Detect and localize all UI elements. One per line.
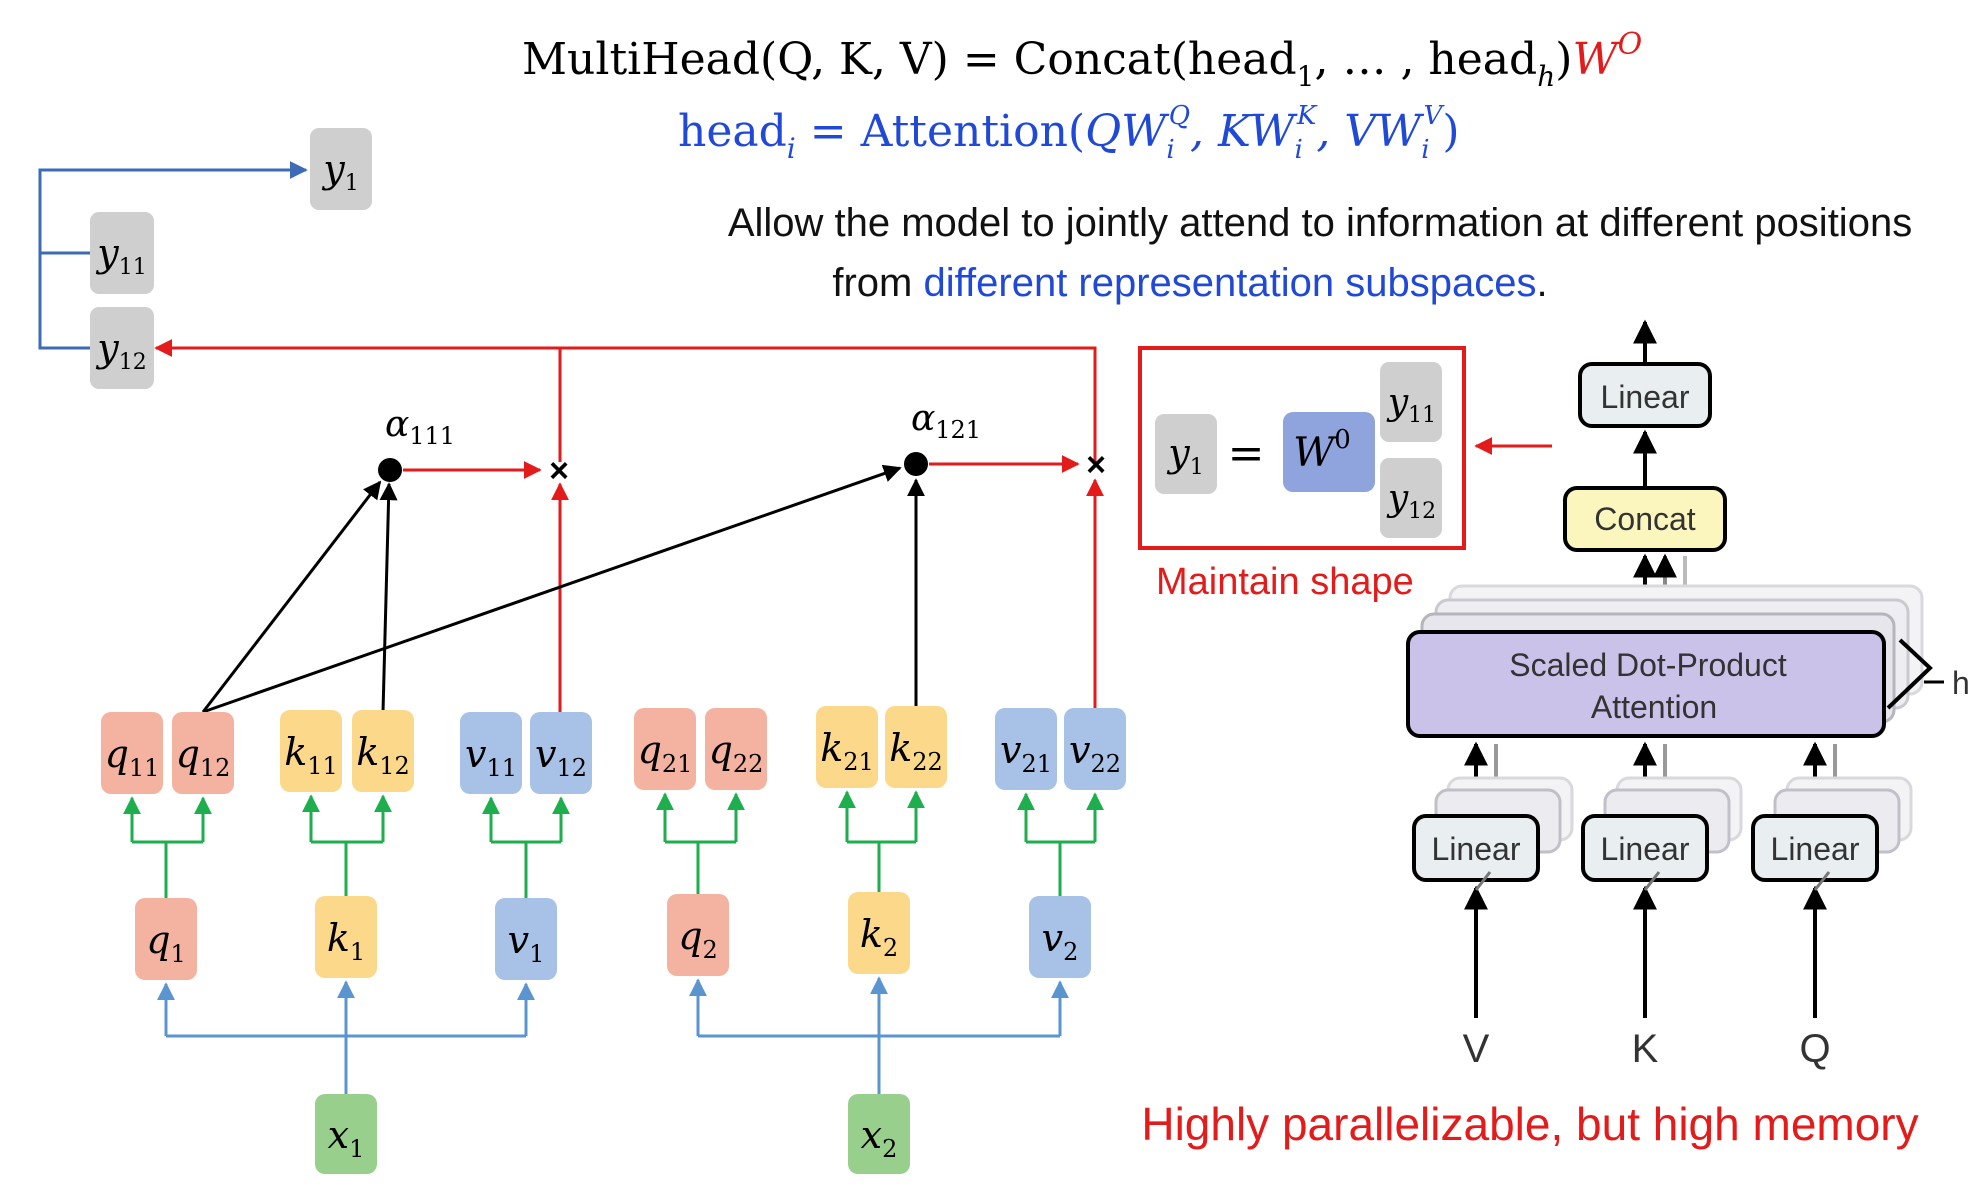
red-path-head2-to-y12	[154, 339, 1097, 462]
node-q1: q1	[135, 898, 197, 980]
svg-text:v12: v12	[535, 732, 587, 782]
attention-label-line2: Attention	[1591, 689, 1717, 725]
multiply-mark-2: ×	[1086, 446, 1106, 484]
concat-label: Concat	[1594, 501, 1696, 537]
blue-input-arrows	[157, 976, 1069, 1094]
svg-text:x1: x1	[328, 1113, 365, 1163]
black-arrow-q12-to-alpha111	[201, 480, 382, 713]
svg-text:x2: x2	[861, 1113, 898, 1163]
svg-text:q1: q1	[146, 918, 186, 968]
linear-top-box	[1578, 362, 1712, 428]
box-y12	[1380, 458, 1442, 538]
box-weight-w0	[1283, 412, 1375, 492]
node-q11: q11	[101, 712, 163, 794]
node-v12: v12	[530, 712, 592, 794]
black-arrow-q12-to-alpha121	[202, 464, 902, 714]
maintain-shape-label: Maintain shape	[1156, 561, 1414, 603]
node-k12: k12	[352, 710, 414, 792]
node-v2: v2	[1029, 896, 1091, 978]
svg-text:q2: q2	[678, 914, 718, 964]
linear-k-label: Linear	[1601, 831, 1690, 867]
svg-text:q22: q22	[709, 728, 764, 778]
node-k11: k11	[280, 710, 342, 792]
svg-text:α111: α111	[385, 404, 455, 450]
attention-label-line1: Scaled Dot-Product	[1509, 647, 1787, 683]
box-equals: =	[1228, 428, 1265, 479]
svg-text:q21: q21	[638, 728, 693, 778]
node-k21: k21	[816, 706, 878, 788]
h-bracket	[1886, 638, 1933, 710]
node-v11: v11	[460, 712, 522, 794]
formula-line2: headi = Attention(QWiQ, KWiK, VWiV)	[678, 101, 1460, 165]
input-label-v: V	[1463, 1027, 1490, 1071]
svg-text:v11: v11	[465, 732, 517, 782]
svg-text:y11: y11	[1386, 382, 1436, 428]
node-v1: v1	[495, 898, 557, 980]
svg-text:y12: y12	[1386, 478, 1436, 524]
linear-top-label: Linear	[1601, 379, 1690, 415]
linear-q-box	[1751, 814, 1879, 882]
svg-text:v1: v1	[508, 918, 545, 968]
node-v22: v22	[1064, 708, 1126, 790]
linear-k-box	[1581, 814, 1709, 882]
footer-note: Highly parallelizable, but high memory	[1141, 1098, 1918, 1150]
caption-line1: Allow the model to jointly attend to inf…	[728, 201, 1912, 245]
node-y1: y1	[310, 128, 372, 210]
attention-dot-111: α111	[378, 404, 455, 482]
svg-text:v22: v22	[1069, 728, 1121, 778]
level2-nodes: q11 q12 k11 k12 v11 v12 q21 q22 k21 k22 v21 v22	[101, 706, 1126, 794]
output-bracket-connector	[38, 170, 306, 350]
svg-text:k2: k2	[860, 912, 898, 962]
svg-text:y12: y12	[95, 326, 146, 375]
attention-dot-121: α121	[904, 398, 981, 476]
svg-text:y11: y11	[95, 231, 146, 280]
black-arrow-k12-to-alpha111	[379, 482, 398, 713]
input-nodes: x1 x2	[315, 1094, 910, 1174]
node-x2: x2	[848, 1094, 910, 1174]
node-y12: y12	[90, 307, 154, 389]
svg-text:q11: q11	[105, 732, 160, 782]
concat-box	[1563, 486, 1727, 552]
formula-line1: MultiHead(Q, K, V) = Concat(head1, … , h…	[522, 27, 1642, 93]
green-split-arrows	[123, 790, 1104, 898]
input-label-k: K	[1632, 1027, 1659, 1071]
node-q21: q21	[634, 708, 696, 790]
linear-q-label: Linear	[1771, 831, 1860, 867]
linear-v-box	[1412, 814, 1540, 882]
svg-text:k21: k21	[820, 726, 874, 776]
node-q2: q2	[667, 894, 729, 976]
h-label: h	[1952, 665, 1970, 701]
svg-text:q12: q12	[176, 732, 231, 782]
svg-text:k12: k12	[356, 730, 410, 780]
box-y1	[1155, 414, 1217, 494]
scaled-dot-product-attention-box	[1406, 630, 1886, 738]
node-k1: k1	[315, 896, 377, 978]
multiply-mark-1: ×	[549, 452, 569, 490]
svg-text:y1: y1	[321, 147, 358, 196]
node-y11: y11	[90, 212, 154, 294]
svg-text:W0: W0	[1293, 425, 1351, 476]
svg-text:k22: k22	[889, 726, 943, 776]
svg-text:v2: v2	[1042, 916, 1079, 966]
output-combination-box: y1 = W0 y11 y12	[1138, 346, 1466, 550]
node-k22: k22	[885, 706, 947, 788]
level1-nodes: q1 k1 v1 q2 k2 v2	[135, 892, 1091, 980]
node-q12: q12	[172, 712, 234, 794]
node-q22: q22	[705, 708, 767, 790]
transformer-multihead-block: Linear Concat Scaled Dot-Product Attenti…	[1406, 319, 1970, 1071]
box-y11	[1380, 362, 1442, 442]
node-v21: v21	[995, 708, 1057, 790]
linear-v-label: Linear	[1432, 831, 1521, 867]
svg-text:y1: y1	[1166, 431, 1203, 480]
node-k2: k2	[848, 892, 910, 974]
svg-text:v21: v21	[1000, 728, 1052, 778]
svg-text:k11: k11	[284, 730, 338, 780]
caption-line2: from different representation subspaces.	[832, 261, 1547, 305]
svg-text:α121: α121	[911, 398, 981, 444]
input-label-q: Q	[1799, 1027, 1830, 1071]
node-x1: x1	[315, 1094, 377, 1174]
svg-text:k1: k1	[327, 916, 365, 966]
